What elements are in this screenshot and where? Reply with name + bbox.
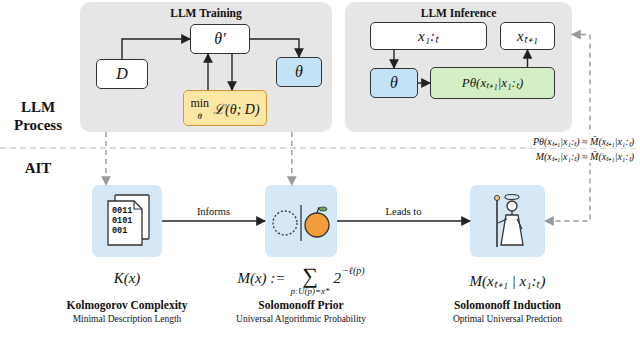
math-expression: 2 <box>334 270 342 287</box>
correspondence-arrow <box>291 132 292 185</box>
flow-arrow <box>337 220 470 221</box>
box-label: θ′ <box>214 30 225 48</box>
concept-title: Kolmogorov Complexity <box>67 299 188 311</box>
process-panel: LLM TrainingDθ′θminθℒ(θ; D) <box>80 2 332 132</box>
loss-box: minθℒ(θ; D) <box>183 90 267 126</box>
concept-tile: M(x) :=∑p:U(p)=x*2−ℓ(p)Solomonoff PriorU… <box>265 185 337 257</box>
binary-digits: 0101 <box>112 217 132 226</box>
math-expression: M(xₜ₊₁ | x₁:ₜ) <box>470 270 546 290</box>
parameter-box: θ <box>370 68 418 98</box>
box-label: xₜ₊₁ <box>517 28 538 45</box>
correspondence-arrow <box>105 132 106 185</box>
box-label: x₁:ₜ <box>418 28 439 45</box>
concept-tile: M(xₜ₊₁ | x₁:ₜ)Solomonoff InductionOptima… <box>470 185 545 257</box>
math-superscript: −ℓ(p) <box>342 265 365 276</box>
edge-label: Informs <box>195 206 232 218</box>
sum-symbol: ∑ <box>302 265 318 287</box>
panel-title: LLM Training <box>80 7 332 19</box>
flow-arrow <box>162 220 265 221</box>
row-label: AIT <box>6 160 70 177</box>
box-label: Pθ(xₜ₊₁|x₁:ₜ) <box>462 76 523 90</box>
process-panel: LLM Inference x₁:ₜ xₜ₊₁ θ Pθ(xₜ₊₁|x₁:ₜ) <box>345 2 572 132</box>
approximation-note: Pθ(xₜ₊₁|x₁:ₜ) ≈ M̄(xₜ₊₁|x₁:ₜ) <box>531 134 636 148</box>
probability-box: Pθ(xₜ₊₁|x₁:ₜ) <box>430 67 555 99</box>
concept-subtitle: Optimal Universal Predction <box>453 314 562 324</box>
value-box: D <box>96 59 148 89</box>
value-box: x₁:ₜ <box>370 22 487 50</box>
approximation-note: M(xₜ₊₁|x₁:ₜ) ≈ M̄(xₜ₊₁|x₁:ₜ) <box>534 149 636 163</box>
math-expression: K(x) <box>114 270 141 287</box>
math-expression: ℒ(θ; D) <box>213 99 259 118</box>
concept-title: Solomonoff Prior <box>258 299 343 312</box>
concept-subtitle: Universal Algorithmic Probability <box>236 314 366 325</box>
formula-group: minθℒ(θ; D) <box>190 96 259 121</box>
value-box: xₜ₊₁ <box>500 22 555 50</box>
formula-column: minθ <box>190 96 209 121</box>
math-subscript: θ <box>198 111 202 121</box>
row-label: LLM Process <box>6 98 70 134</box>
box-label: θ <box>295 63 303 81</box>
panel-title: LLM Inference <box>345 7 572 19</box>
parameter-box: θ <box>276 57 322 87</box>
binary-digits: 0011 <box>112 207 132 216</box>
prior-icon <box>265 185 337 257</box>
concept-subtitle: Minimal Description Length <box>73 314 182 324</box>
value-box: θ′ <box>190 24 250 54</box>
sage-icon <box>470 185 545 257</box>
concept-title: Solomonoff Induction <box>454 299 561 311</box>
binary-digits: 001 <box>112 227 127 236</box>
box-label: D <box>116 65 128 83</box>
edge-label: Leads to <box>384 206 424 218</box>
math-expression: M(x) := <box>237 270 285 287</box>
math-subscript: p:U(p)=x* <box>290 287 329 297</box>
math-operator: min <box>190 96 209 111</box>
box-label: θ <box>390 74 398 92</box>
